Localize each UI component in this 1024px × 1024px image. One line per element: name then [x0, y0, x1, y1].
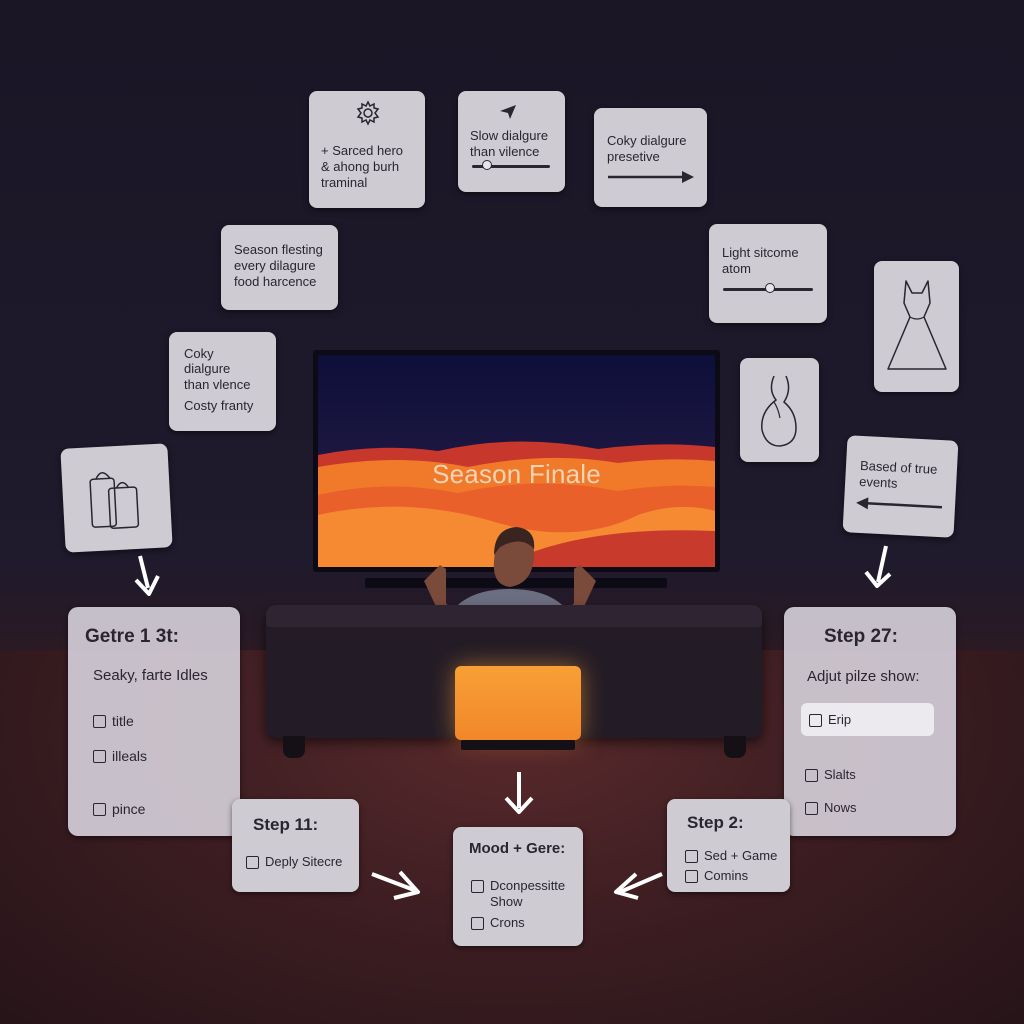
tv-title: Season Finale: [432, 459, 601, 489]
sofa-leg-right: [724, 736, 746, 758]
card-based-true-events[interactable]: Based of true events: [842, 435, 959, 538]
panel-step-27[interactable]: Step 27: Adjut pilze show: Erip Slalts N…: [784, 607, 956, 836]
panel-step27-subtitle: Adjut pilze show:: [807, 668, 920, 685]
checkbox-box[interactable]: [805, 801, 818, 815]
checkbox-label: Slalts: [824, 767, 856, 782]
checkbox-box[interactable]: [246, 855, 259, 869]
sunset-dunes: [318, 441, 715, 567]
card-vase[interactable]: [740, 358, 819, 462]
panel-mood-gere[interactable]: Mood + Gere: Dconpessitte Show Crons: [453, 827, 583, 946]
card-hero[interactable]: + Sarced hero & ahong burh traminal: [309, 91, 425, 208]
arrow-right-icon: [371, 870, 420, 900]
checkbox-step2-0[interactable]: Sed + Game: [685, 848, 777, 864]
television[interactable]: Season Finale: [313, 350, 720, 572]
card-coky-top-text: Coky dialgure presetive: [607, 133, 687, 164]
checkbox-step2-1[interactable]: Comins: [685, 868, 748, 884]
laptop-base: [461, 740, 575, 750]
panel-mood-title: Mood + Gere:: [469, 840, 566, 857]
checkbox-label: Sed + Game: [704, 848, 778, 863]
checkbox-step27-0[interactable]: Erip: [809, 712, 851, 728]
card-light-text: Light sitcome atom: [722, 245, 799, 276]
checkbox-label: Crons: [490, 915, 525, 930]
card-coky-presetive[interactable]: Coky dialgure presetive: [594, 108, 707, 207]
card-bag[interactable]: [60, 443, 173, 553]
checkbox-label: Comins: [704, 868, 749, 883]
card-slow-text: Slow dialgure than vilence: [470, 128, 549, 159]
dress-icon: [887, 280, 947, 370]
checkbox-step27-1[interactable]: Slalts: [805, 767, 856, 783]
checkbox-label: pince: [112, 801, 146, 817]
bag-icon: [89, 471, 140, 529]
sofa-back: [266, 605, 762, 627]
card-season-flesting[interactable]: Season flesting every dilagure food harc…: [221, 225, 338, 310]
gear-icon: [356, 100, 380, 126]
slow-slider-knob[interactable]: [482, 160, 492, 170]
arrow-down-icon: [134, 555, 160, 596]
card-coky-left-line3: Costy franty: [184, 398, 254, 413]
checkbox-mood-1[interactable]: Crons: [471, 915, 525, 931]
card-coky-left-line1: Coky: [184, 346, 214, 361]
panel-genre-subtitle: Seaky, farte Idles: [93, 667, 208, 684]
light-slider-knob[interactable]: [765, 283, 775, 293]
checkbox-box[interactable]: [805, 768, 818, 782]
panel-step27-title: Step 27:: [824, 626, 898, 647]
light-slider[interactable]: [723, 283, 813, 293]
card-coky-left-line2: dialgure than vlence: [184, 361, 251, 392]
checkbox-genre-1[interactable]: illeals: [93, 748, 147, 764]
panel-step-2[interactable]: Step 2: Sed + Game Comins: [667, 799, 790, 892]
checkbox-box[interactable]: [471, 916, 484, 930]
checkbox-label: Dconpessitte Show: [490, 878, 566, 909]
card-coky-costy[interactable]: Coky dialgure than vlence Costy franty: [169, 332, 276, 431]
checkbox-mood-0[interactable]: Dconpessitte Show: [471, 878, 565, 910]
arrow-left-icon: [856, 497, 943, 510]
checkbox-box[interactable]: [809, 713, 822, 727]
checkbox-step27-2[interactable]: Nows: [805, 800, 857, 816]
sofa-leg-left: [283, 736, 305, 758]
checkbox-step11-0[interactable]: Deply Sitecre: [246, 854, 342, 870]
checkbox-box[interactable]: [93, 749, 106, 763]
panel-genre-title: Getre 1 3t:: [85, 626, 179, 647]
panel-step2-title: Step 2:: [687, 813, 744, 832]
checkbox-label: Erip: [828, 712, 852, 727]
panel-step-11[interactable]: Step 11: Deply Sitecre: [232, 799, 359, 892]
laptop-glow: [455, 666, 581, 740]
send-icon: [500, 105, 516, 119]
checkbox-label: Nows: [824, 800, 857, 815]
step27-highlight-row[interactable]: [801, 703, 934, 736]
panel-step11-title: Step 11:: [253, 815, 319, 834]
panel-genre[interactable]: Getre 1 3t: Seaky, farte Idles title ill…: [68, 607, 240, 836]
tv-screen[interactable]: Season Finale: [318, 355, 715, 567]
checkbox-genre-0[interactable]: title: [93, 713, 134, 729]
card-light-sitcome[interactable]: Light sitcome atom: [709, 224, 827, 323]
checkbox-genre-2[interactable]: pince: [93, 801, 145, 817]
arrow-left-icon: [614, 872, 663, 900]
checkbox-box[interactable]: [93, 714, 106, 728]
card-slow-dialgure[interactable]: Slow dialgure than vilence: [458, 91, 565, 192]
checkbox-box[interactable]: [685, 869, 698, 883]
card-dress[interactable]: [874, 261, 959, 392]
checkbox-box[interactable]: [471, 880, 484, 893]
card-hero-text: + Sarced hero & ahong burh traminal: [321, 143, 404, 190]
checkbox-label: title: [112, 713, 134, 729]
slow-slider[interactable]: [472, 160, 550, 170]
card-based-text: Based of true events: [858, 457, 938, 491]
arrow-down-icon: [864, 545, 892, 588]
arrow-down-icon: [504, 772, 534, 814]
card-season-text: Season flesting every dilagure food harc…: [234, 242, 323, 289]
checkbox-box[interactable]: [685, 849, 698, 863]
vase-icon: [761, 375, 797, 447]
checkbox-box[interactable]: [93, 802, 106, 816]
checkbox-label: Deply Sitecre: [265, 854, 343, 869]
checkbox-label: illeals: [112, 748, 148, 764]
arrow-right-icon: [608, 171, 694, 183]
